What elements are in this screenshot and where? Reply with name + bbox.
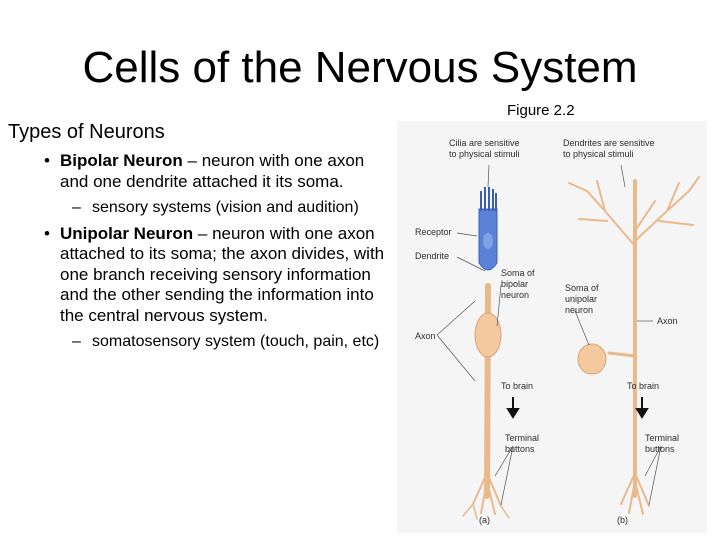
label-terminal-b-2: buttons: [645, 444, 675, 454]
label-terminal-a-2: buttons: [505, 444, 535, 454]
bipolar-neuron: [462, 283, 510, 520]
bullet-unipolar: • Unipolar Neuron – neuron with one axon…: [44, 224, 394, 327]
receptor-cell: [478, 187, 498, 271]
label-soma-unipolar-2: unipolar: [565, 294, 597, 304]
term-unipolar: Unipolar Neuron: [60, 223, 194, 243]
label-soma-unipolar-3: neuron: [565, 305, 593, 315]
svg-text:Dendrites are sensitive: Dendrites are sensitive: [563, 138, 655, 148]
sub-text-bipolar: sensory systems (vision and audition): [92, 199, 359, 216]
label-terminal-a-1: Terminal: [505, 433, 539, 443]
svg-text:to physical stimuli: to physical stimuli: [449, 149, 520, 159]
bullet-bipolar: • Bipolar Neuron – neuron with one axon …: [44, 151, 394, 192]
label-cilia-2: to physical stimuli: [449, 149, 520, 159]
sub-text-unipolar: somatosensory system (touch, pain, etc): [92, 333, 380, 350]
label-terminal-b-1: Terminal: [645, 433, 679, 443]
label-soma-bipolar-1: Soma of: [501, 268, 535, 278]
neuron-illustration: Cilia are sensitive to physical stimuli …: [397, 121, 707, 533]
svg-text:to physical stimuli: to physical stimuli: [563, 149, 634, 159]
svg-text:Cilia are sensitive: Cilia are sensitive: [449, 138, 520, 148]
label-receptor: Receptor: [415, 227, 452, 237]
definition-bipolar: – neuron with one axon and one dendrite …: [60, 151, 365, 191]
label-soma-bipolar-3: neuron: [501, 290, 529, 300]
arrow-down-icon: [635, 397, 649, 419]
arrow-down-icon: [506, 397, 520, 419]
label-to-brain-b: To brain: [627, 381, 659, 391]
bullet-dot-icon: •: [44, 223, 50, 243]
sub-bullet-unipolar: – somatosensory system (touch, pain, etc…: [72, 332, 394, 352]
dash-icon: –: [72, 199, 81, 216]
term-bipolar: Bipolar Neuron: [60, 151, 183, 170]
neuron-figure: Cilia are sensitive to physical stimuli …: [397, 121, 707, 533]
label-soma-unipolar-1: Soma of: [565, 283, 599, 293]
label-panel-a: (a): [479, 515, 490, 525]
unipolar-neuron: [568, 176, 700, 515]
label-cilia-1: Cilia are sensitive: [449, 138, 520, 148]
section-heading: Types of Neurons: [8, 121, 165, 143]
label-panel-b: (b): [617, 515, 628, 525]
label-soma-bipolar-2: bipolar: [501, 279, 528, 289]
label-axon-left: Axon: [415, 331, 436, 341]
label-dendrites-2: to physical stimuli: [563, 149, 634, 159]
bullet-list: • Bipolar Neuron – neuron with one axon …: [44, 151, 394, 358]
sub-bullet-bipolar: – sensory systems (vision and audition): [72, 198, 394, 218]
definition-unipolar: – neuron with one axon attached to its s…: [60, 223, 385, 325]
leader-lines: [436, 164, 662, 506]
figure-background: [397, 121, 707, 533]
dash-icon: –: [72, 333, 81, 350]
label-to-brain-a: To brain: [501, 381, 533, 391]
slide-title: Cells of the Nervous System: [82, 43, 638, 92]
label-dendrite: Dendrite: [415, 251, 449, 261]
figure-caption: Figure 2.2: [507, 102, 575, 119]
bullet-dot-icon: •: [44, 151, 50, 170]
label-dendrites-1: Dendrites are sensitive: [563, 138, 655, 148]
label-axon-right: Axon: [657, 316, 678, 326]
